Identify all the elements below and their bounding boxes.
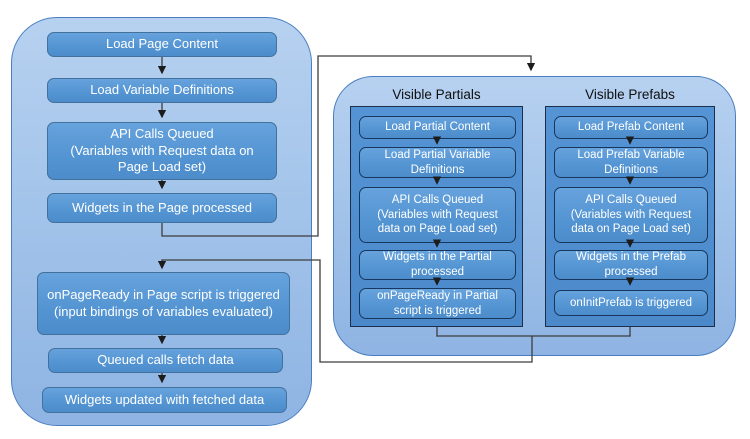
partial-box-widgets-processed: Widgets in the Partial processed (359, 250, 516, 280)
partial-box-api-calls-queued: API Calls Queued (Variables with Request… (359, 187, 516, 243)
visible-prefabs-panel: Load Prefab Content Load Prefab Variable… (545, 106, 715, 327)
prefab-box-load-content: Load Prefab Content (554, 116, 708, 139)
flow-box-load-page-content: Load Page Content (47, 32, 277, 57)
flow-box-load-variable-definitions: Load Variable Definitions (47, 78, 277, 103)
prefab-box-variable-definitions: Load Prefab Variable Definitions (554, 147, 708, 178)
flow-box-widgets-processed: Widgets in the Page processed (47, 193, 277, 223)
flow-box-widgets-updated: Widgets updated with fetched data (42, 387, 287, 413)
partial-box-variable-definitions: Load Partial Variable Definitions (359, 147, 516, 178)
flow-box-api-calls-queued: API Calls Queued (Variables with Request… (47, 122, 277, 180)
visible-prefabs-heading: Visible Prefabs (585, 87, 675, 102)
partial-box-onpageready: onPageReady in Partial script is trigger… (359, 288, 516, 319)
flow-box-onpageready-triggered: onPageReady in Page script is triggered … (37, 272, 290, 335)
visible-partials-panel: Load Partial Content Load Partial Variab… (350, 106, 523, 327)
flow-box-queued-calls-fetch: Queued calls fetch data (48, 348, 283, 373)
prefab-box-widgets-processed: Widgets in the Prefab processed (554, 250, 708, 280)
prefab-box-api-calls-queued: API Calls Queued (Variables with Request… (554, 187, 708, 243)
prefab-box-oninitprefab: onInitPrefab is triggered (554, 290, 708, 316)
visible-partials-heading: Visible Partials (392, 87, 481, 102)
partial-box-load-content: Load Partial Content (359, 116, 516, 139)
